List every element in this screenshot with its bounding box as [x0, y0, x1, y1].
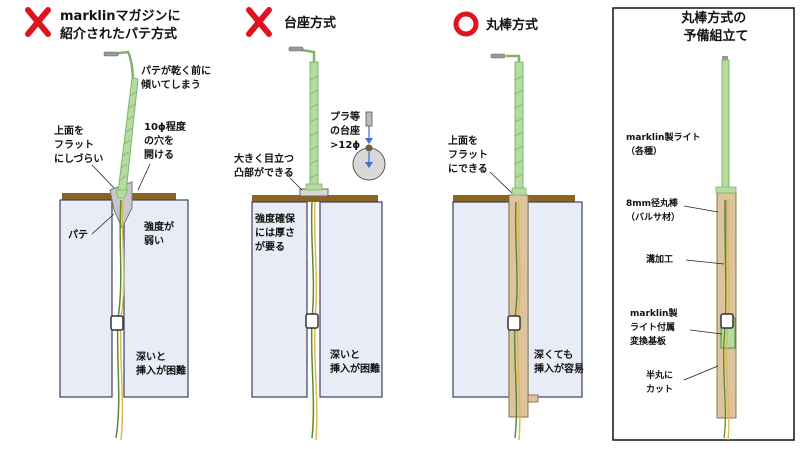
street-lamp: [715, 56, 737, 194]
board-left: [59, 199, 113, 398]
note-putty: パテ: [68, 229, 88, 241]
note-weak: 強度が 弱い: [144, 220, 177, 247]
panel-frame: [612, 7, 795, 441]
note-tilts: パテが乾く前に 傾いてしまう: [140, 64, 214, 91]
note-hole: 10ϕ程度 の穴を 開ける: [144, 120, 189, 161]
rod-half-cut: [527, 394, 539, 403]
panel-title: 台座方式: [284, 15, 336, 31]
panel-base-method: 台座方式 プラ等: [234, 7, 386, 441]
note-deep-easy: 深くても 挿入が容易: [534, 348, 584, 375]
note-flat-hard: 上面を フラット にしづらい: [54, 124, 103, 165]
board-right: [319, 201, 383, 398]
board-left: [452, 201, 510, 398]
note-deep-hard: 深いと 挿入が困難: [136, 350, 186, 377]
note-flat-ok: 上面を フラット にできる: [448, 134, 491, 175]
wooden-rod: [716, 192, 737, 419]
street-lamp: [103, 50, 139, 199]
note-strength: 強度確保 には厚さ が要る: [255, 212, 298, 253]
label-rod: 8mm径丸棒 （バルサ材）: [626, 197, 681, 223]
label-half-cut: 半丸に カット: [646, 369, 676, 395]
board-right: [123, 199, 189, 398]
wire-yellow: [725, 199, 730, 441]
street-lamp: [490, 53, 527, 196]
board-left: [251, 201, 308, 398]
street-lamp: [288, 46, 323, 191]
label-light: marklin製ライト （各種）: [626, 131, 704, 157]
connector: [110, 315, 124, 331]
cross-mark-icon: [25, 7, 51, 37]
baseboard-surface: [252, 195, 378, 202]
label-groove: 溝加工: [646, 253, 673, 265]
label-adapter-board: marklin製 ライト付属 変換基板: [630, 307, 681, 347]
note-bump: 大きく目立つ 凸部ができる: [234, 152, 297, 179]
cross-mark-icon: [246, 7, 272, 37]
panel-title: 丸棒方式: [485, 17, 538, 33]
note-plastic-base: プラ等 の台座 >12ϕ: [330, 110, 363, 151]
panel-pre-assembly: 丸棒方式の 予備組立て marklin製ライト （各種） 8mm径丸棒 （バルサ…: [612, 7, 795, 441]
pin-icon: [365, 111, 373, 127]
circle-mark-icon: [453, 11, 479, 37]
wire-green: [722, 199, 727, 439]
note-deep-hard: 深いと 挿入が困難: [330, 348, 380, 375]
board-right: [527, 201, 583, 398]
panel-putty-method: marklinマガジンに 紹介されたパテ方式 パテが乾く前に: [25, 7, 214, 441]
connector: [720, 313, 734, 329]
panel-title: 丸棒方式の 予備組立て: [680, 10, 751, 44]
connector: [305, 313, 319, 329]
connector: [507, 315, 521, 331]
panel-title: marklinマガジンに 紹介されたパテ方式: [60, 9, 185, 42]
panel-round-rod-method: 丸棒方式 上面を フラット にできる: [448, 11, 584, 441]
